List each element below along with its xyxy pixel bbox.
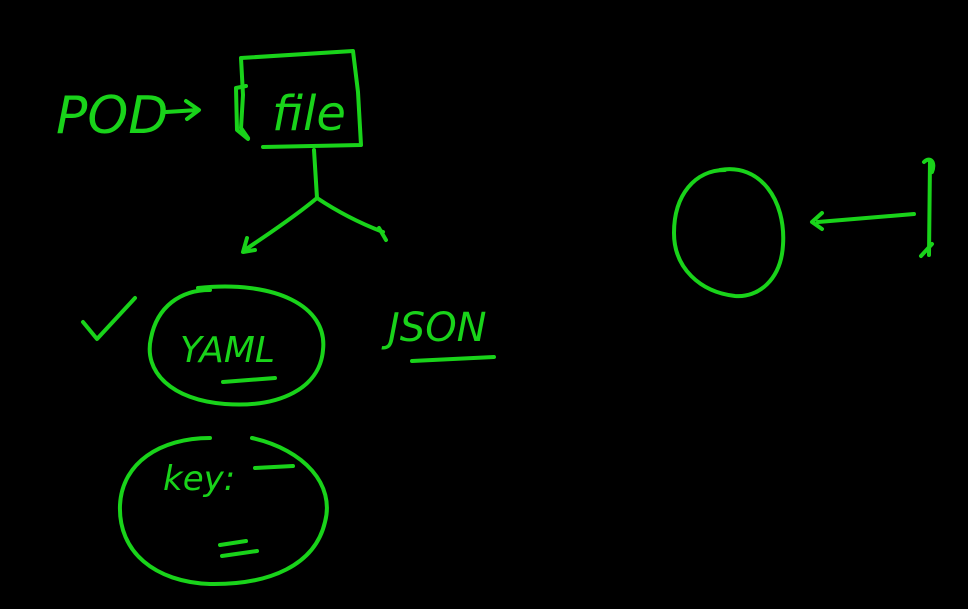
file-box-bracket	[234, 84, 250, 141]
file-label: file	[272, 86, 346, 142]
key-value-dash	[253, 464, 295, 470]
value-dash-marks	[218, 539, 259, 558]
file-stem-line	[312, 148, 319, 200]
vertical-marker	[919, 157, 936, 258]
pod-to-file-arrow	[164, 99, 201, 121]
branch-to-json-arrow	[315, 196, 388, 242]
json-underline	[410, 355, 496, 363]
branch-to-yaml-arrow	[241, 196, 319, 254]
key-oval	[117, 436, 329, 587]
pod-label: POD	[56, 86, 168, 146]
file-box	[239, 49, 363, 149]
json-label: JSON	[381, 305, 487, 351]
key-label: key:	[163, 459, 235, 499]
yaml-underline	[221, 376, 277, 384]
yaml-label: YAML	[180, 330, 275, 371]
yaml-oval	[147, 284, 326, 407]
check-mark-icon	[81, 296, 137, 341]
arrow-to-circle	[810, 211, 916, 231]
circle-shape	[672, 167, 786, 299]
